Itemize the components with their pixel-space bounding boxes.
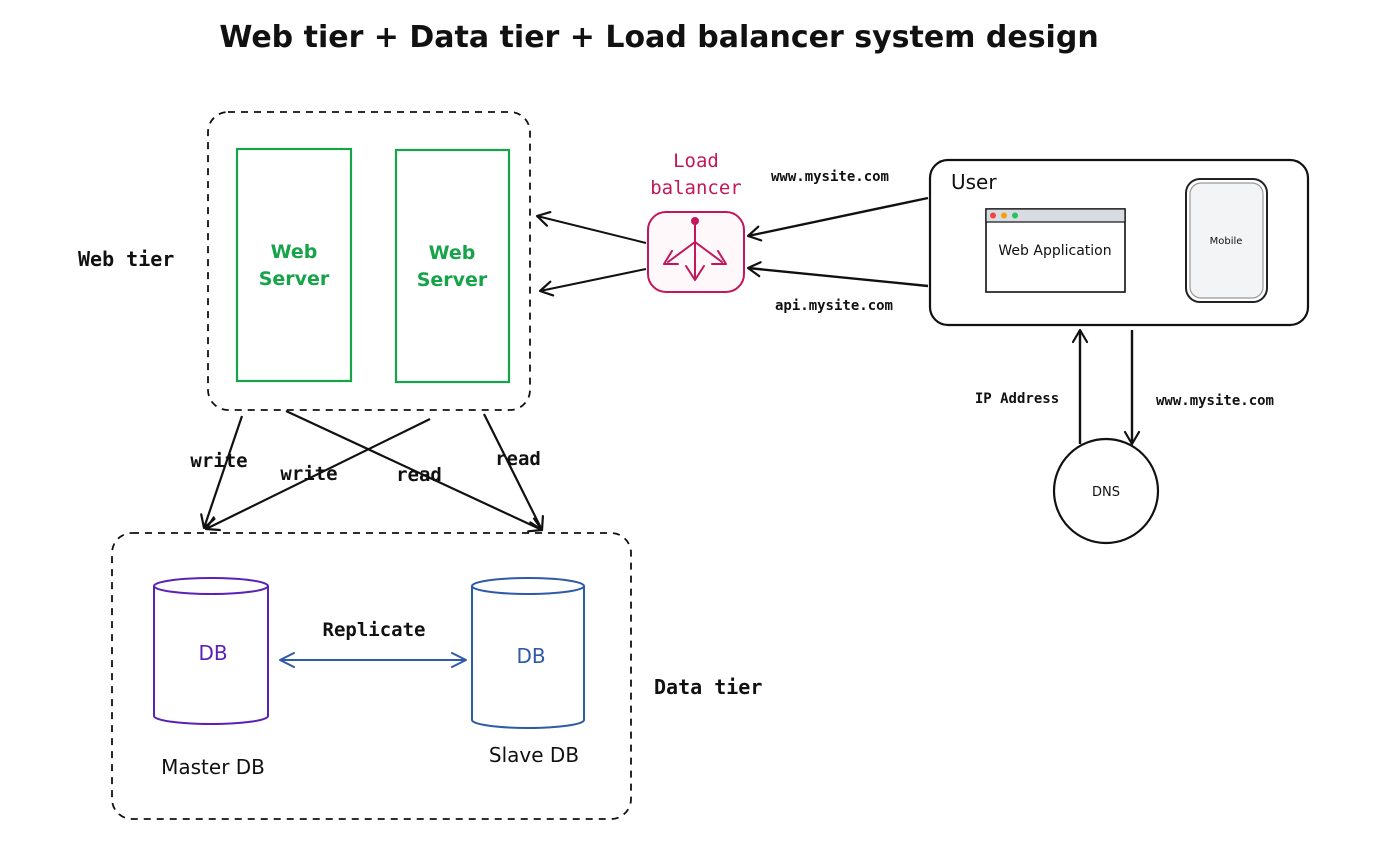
dns-node [1052, 437, 1160, 545]
web-server-1-line2: Server [259, 268, 330, 290]
mobile-device: Mobile [1185, 178, 1268, 303]
web-application-label: Web Application [998, 243, 1111, 259]
load-balancer-left-arrowhead [663, 250, 679, 265]
web-server-2: Web Server [394, 148, 511, 384]
user-label: User [951, 170, 997, 194]
web-server-1-line1: Web [271, 241, 318, 263]
read-center-arrow [285, 410, 544, 533]
api-user-label: api.mysite.com [775, 298, 893, 314]
user-to-load-balancer-www-arrow [746, 196, 929, 242]
master-db-bottom [153, 715, 269, 725]
web-server-2-line2: Server [417, 269, 488, 291]
slave-db-top [471, 577, 585, 595]
web-server-1: Web Server [235, 147, 353, 383]
load-balancer-label-line2: balancer [650, 177, 742, 199]
master-db-caption: Master DB [161, 755, 265, 779]
user-to-load-balancer-api-arrow [746, 261, 929, 288]
data-tier-label: Data tier [654, 675, 762, 699]
write-center-label: write [280, 463, 337, 485]
master-db-cylinder: DB [153, 577, 269, 725]
load-balancer-down-arrowhead [685, 265, 705, 281]
load-balancer-left-branch [667, 241, 696, 263]
web-server-2-line1: Web [429, 242, 476, 264]
web-tier-label: Web tier [78, 247, 174, 271]
data-tier-boundary [111, 532, 632, 820]
window-close-icon [990, 212, 996, 219]
load-balancer-hub-dot [691, 217, 699, 225]
www-user-label: www.mysite.com [771, 169, 889, 185]
user-container [928, 158, 1310, 327]
load-balancer-to-web-server-arrow-top [535, 210, 647, 244]
web-server-1-box [235, 147, 353, 383]
web-application-titlebar [985, 208, 1126, 223]
read-right-label: read [495, 448, 541, 470]
master-db-icon-text: DB [198, 641, 227, 665]
load-balancer-icon [647, 211, 745, 293]
read-right-arrow [483, 413, 544, 532]
mobile-label: Mobile [1210, 236, 1243, 247]
ip-address-label: IP Address [975, 391, 1059, 407]
mobile-device-screen [1189, 182, 1264, 299]
replicate-label: Replicate [323, 619, 426, 641]
load-balancer-right-branch [694, 241, 723, 263]
read-center-label: read [396, 464, 442, 486]
slave-db-cylinder: DB [471, 577, 585, 729]
mobile-device-outer [1185, 178, 1268, 303]
load-balancer-right-arrowhead [711, 250, 727, 265]
load-balancer-to-web-server-arrow-bottom [538, 268, 647, 297]
slave-db-caption: Slave DB [489, 743, 579, 767]
web-application-window: Web Application [985, 208, 1126, 293]
slave-db-icon-text: DB [516, 644, 545, 668]
web-tier-boundary [207, 111, 531, 411]
write-left-label: write [190, 450, 247, 472]
write-left-arrow [200, 415, 244, 530]
window-minimize-icon [1001, 212, 1007, 219]
load-balancer-label-line1: Load [673, 150, 719, 172]
www-dns-label: www.mysite.com [1156, 393, 1274, 409]
dns-label: DNS [1092, 485, 1120, 500]
master-db-top [153, 577, 269, 595]
slave-db-bottom [471, 719, 585, 729]
web-server-2-box [394, 148, 511, 384]
window-maximize-icon [1012, 212, 1018, 219]
diagram-title: Web tier + Data tier + Load balancer sys… [219, 20, 1098, 55]
write-center-arrow [204, 418, 431, 532]
